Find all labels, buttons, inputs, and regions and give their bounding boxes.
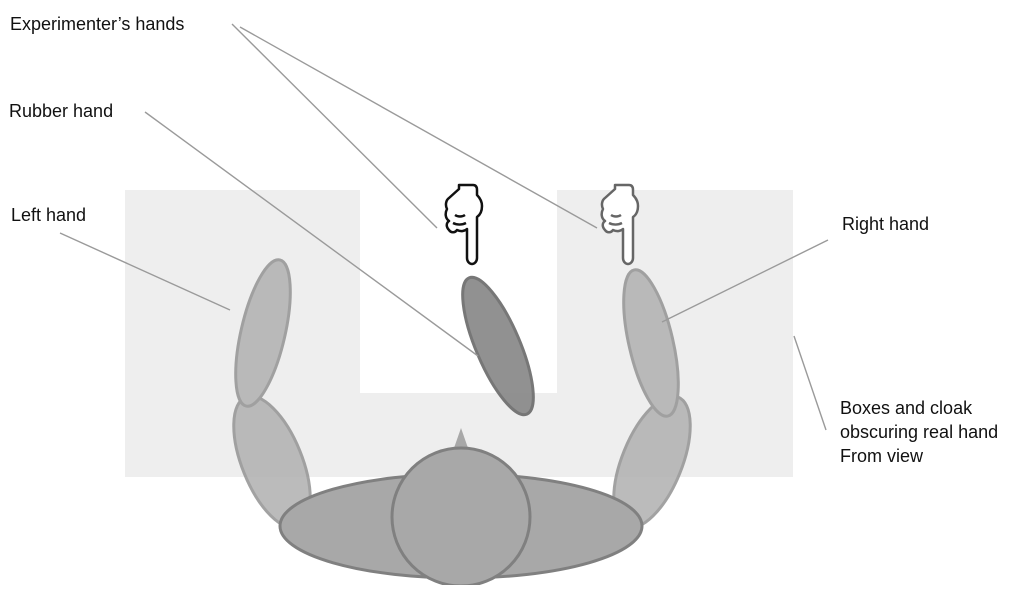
label-boxes-line-3: From view <box>840 444 998 468</box>
label-experimenter-hands: Experimenter’s hands <box>10 12 184 36</box>
label-boxes-and-cloak: Boxes and cloak obscuring real hand From… <box>840 396 998 468</box>
pointing-hand-icon <box>446 185 482 264</box>
leader-boxes <box>794 336 826 430</box>
label-boxes-line-1: Boxes and cloak <box>840 396 998 420</box>
label-boxes-line-2: obscuring real hand <box>840 420 998 444</box>
label-right-hand: Right hand <box>842 212 929 236</box>
label-rubber-hand: Rubber hand <box>9 99 113 123</box>
label-left-hand: Left hand <box>11 203 86 227</box>
head <box>392 448 530 585</box>
